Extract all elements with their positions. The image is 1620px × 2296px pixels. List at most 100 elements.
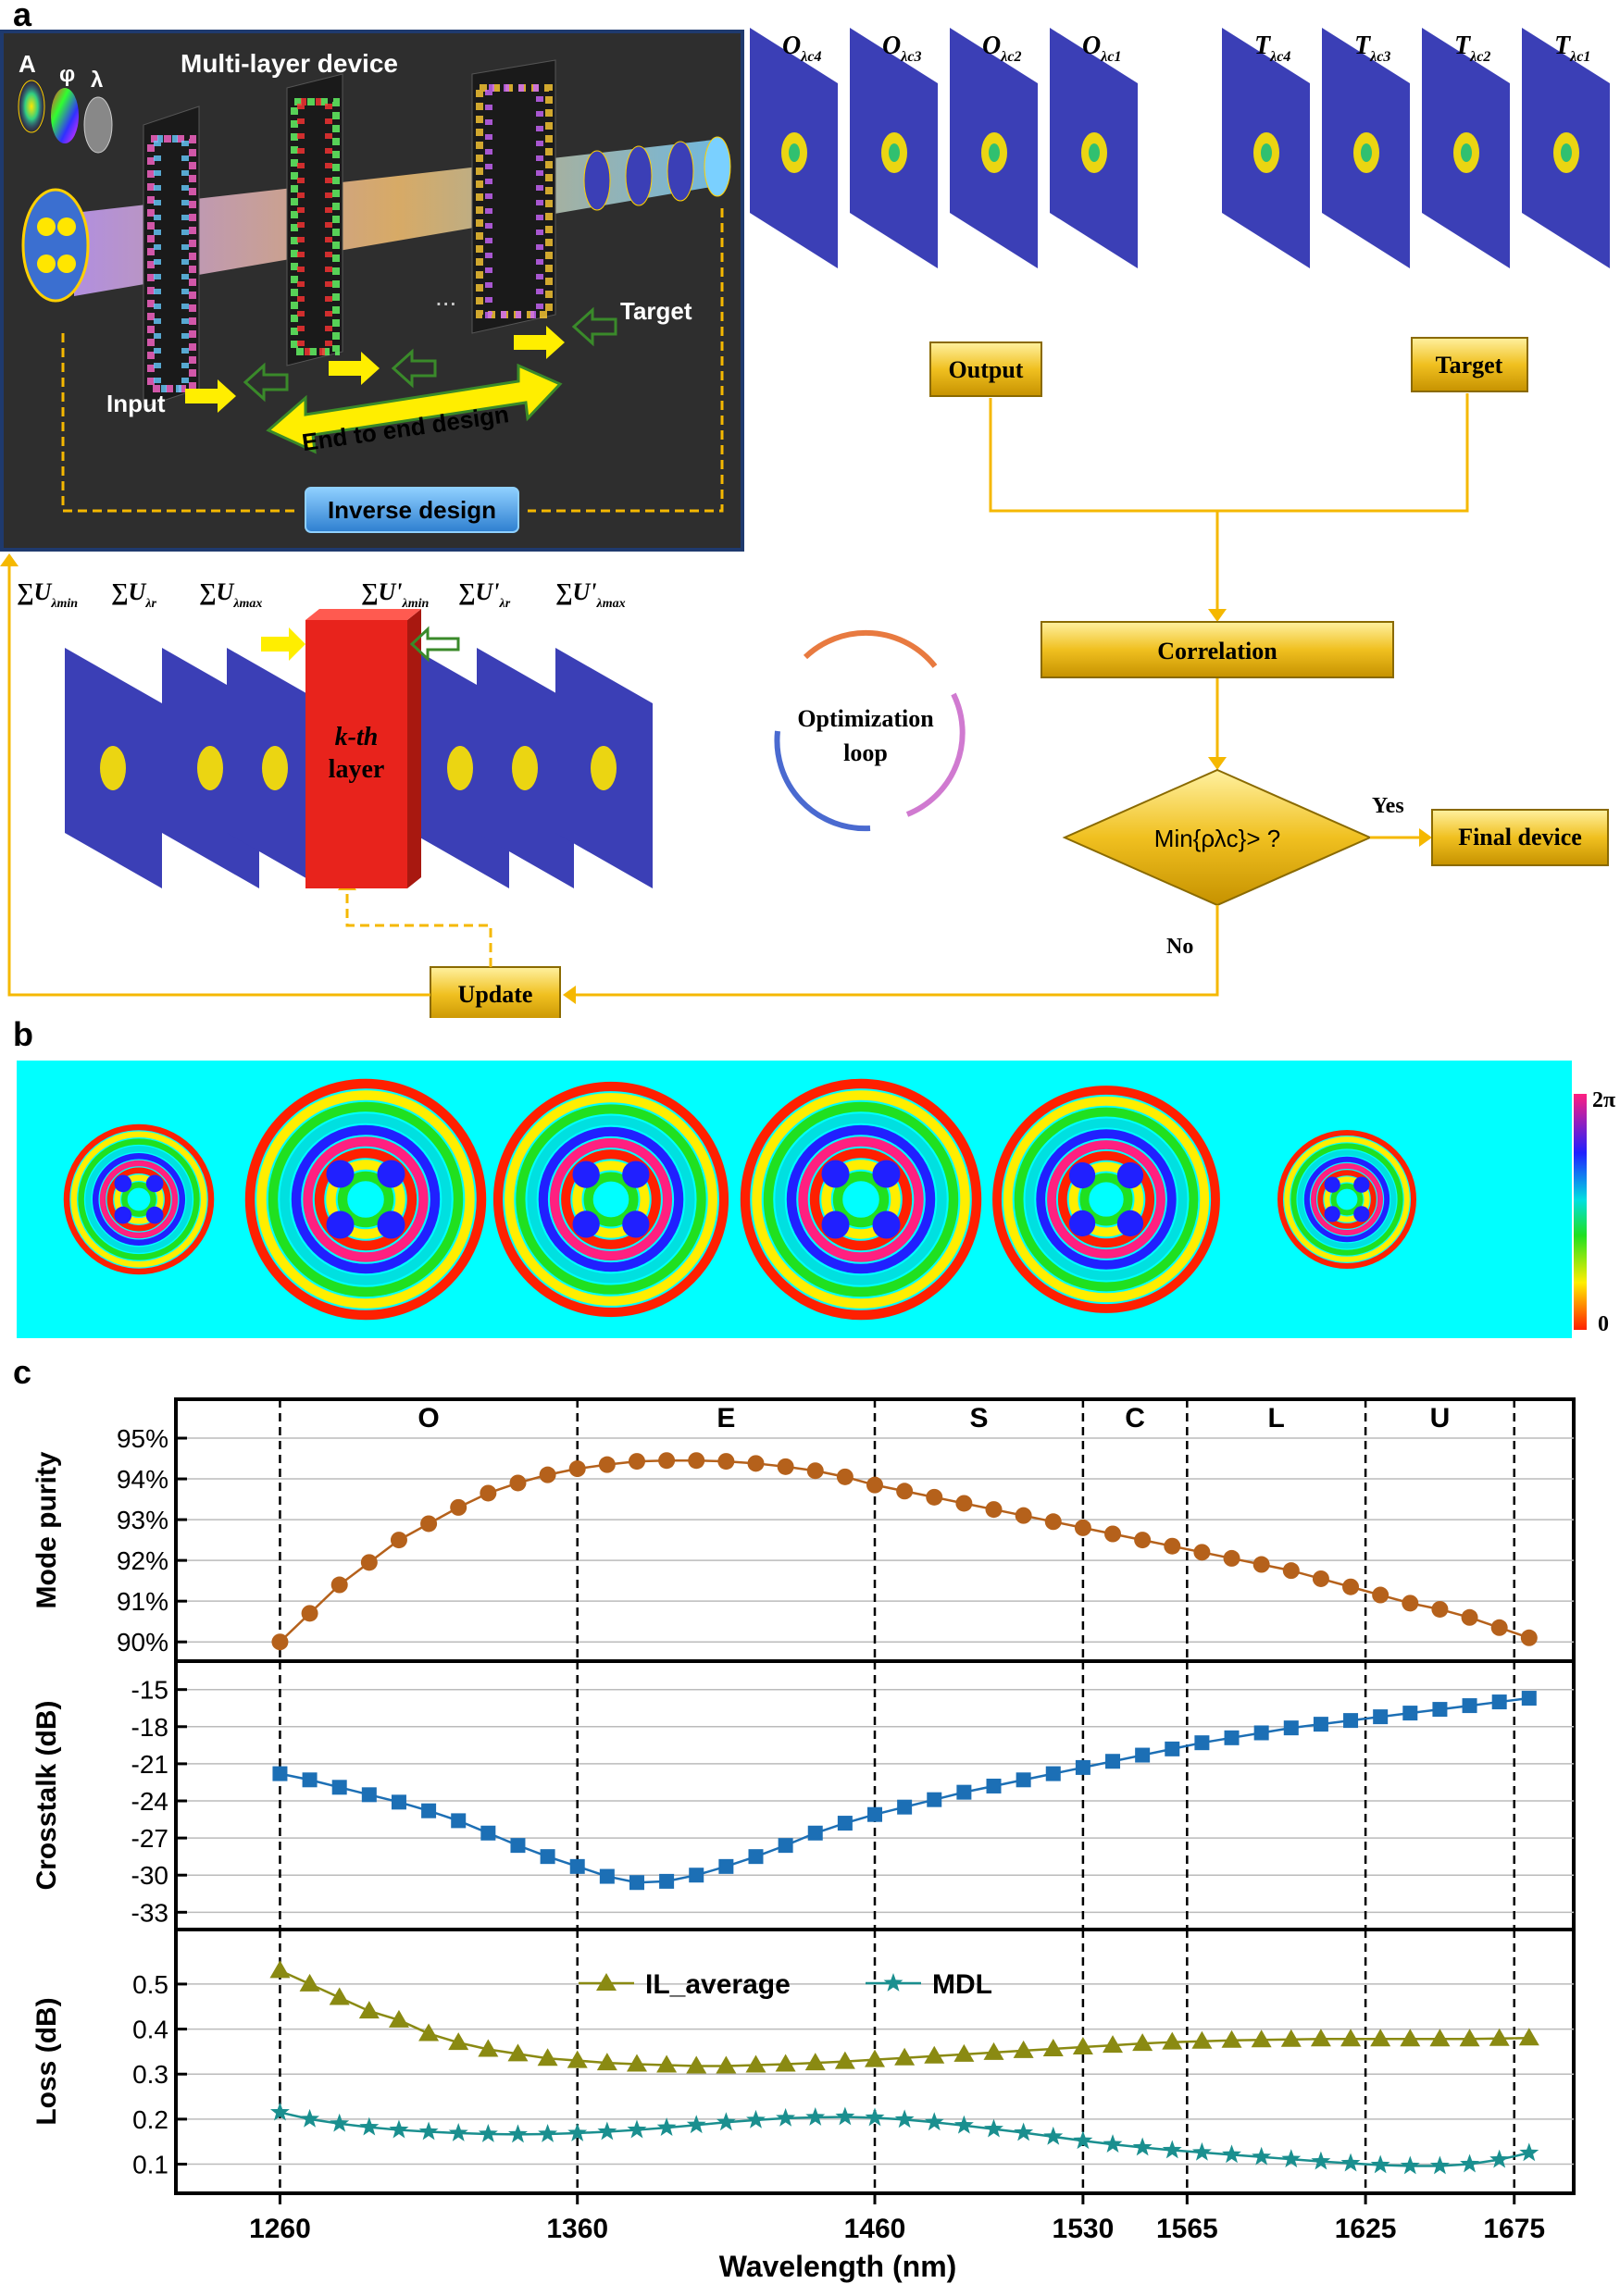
data-point [1462,1698,1477,1714]
data-point [896,1483,914,1500]
data-point [986,1778,1002,1793]
data-point [1518,2028,1539,2046]
layer-label-1: k-th [335,723,379,751]
layer-label-2: layer [329,755,385,784]
output-map-label-2: Oλc3 [882,31,921,65]
data-point [1132,2033,1153,2052]
data-point [361,1787,377,1803]
data-point [358,2001,380,2019]
wavelength-icon [83,96,113,154]
data-point [269,2102,290,2121]
data-point [1045,1766,1061,1781]
output-box-label: Output [949,356,1024,383]
panel-b: b 2π 0 [13,1018,1615,1338]
data-point [716,2055,737,2074]
data-point [448,2032,469,2051]
amplitude-icon [18,80,45,133]
data-point [1016,1772,1031,1788]
data-point [865,2107,885,2127]
data-point [1014,2122,1034,2141]
update-label: Update [458,981,533,1008]
data-point [360,1554,378,1571]
data-point [1162,2031,1183,2050]
field-in-arrow [261,627,305,661]
data-point [953,2043,975,2062]
data-point [1222,2144,1241,2164]
field-sum-label-2: ∑Uλr [111,578,157,611]
phase-mask-6 [1277,1130,1416,1269]
data-point [1191,2141,1212,2161]
target-map-2: Tλc3 [1322,28,1410,268]
data-point [956,1784,972,1800]
data-point [747,1455,765,1472]
inverse-design-label: Inverse design [328,496,496,524]
y-tick-label: -18 [131,1713,168,1742]
data-point [1221,2029,1242,2048]
data-point [1013,2040,1034,2058]
data-point [478,2039,499,2057]
phase-masks [63,1078,1416,1321]
band-label: S [969,1403,988,1433]
data-point [1074,1519,1091,1536]
data-point [689,1868,704,1883]
data-point [894,2047,916,2066]
inverse-design-box [305,487,519,533]
y-tick-label: 95% [117,1424,168,1453]
field-sum-label-5: ∑U'λr [458,578,511,611]
field-sum-label-3: ∑Uλmax [199,578,262,611]
phase-wheel-icon [51,88,79,143]
flow-line-back [7,565,430,997]
data-point [1134,1532,1152,1549]
end-to-end-arrow [266,363,563,454]
data-point [1520,1629,1538,1646]
phase-mask-4 [740,1078,982,1321]
data-point [688,1452,705,1470]
data-point [569,1858,585,1874]
multi-layer-device-box: Multi-layer device A φ λ ... [0,30,744,552]
legend-wavelength: λ [91,68,103,93]
x-tick-label: 1625 [1335,2214,1397,2244]
data-point [894,2109,915,2128]
data-point [538,2123,558,2142]
inverse-left-path [61,333,296,513]
band-label: U [1430,1403,1451,1433]
data-point [418,2121,439,2141]
data-point [865,2049,885,2067]
inverse-right-path [528,208,724,513]
data-point [1165,1741,1180,1756]
data-point [985,1501,1003,1519]
data-point [480,1825,496,1841]
data-point [1251,2029,1272,2048]
data-point [299,1973,320,1992]
data-point [1461,1608,1478,1626]
x-tick-label: 1675 [1483,2214,1545,2244]
data-point [597,2121,617,2141]
y-axis-label: Mode purity [31,1451,62,1608]
data-point [835,2106,855,2126]
y-tick-label: 93% [117,1506,168,1534]
data-point [837,1816,853,1831]
data-point [1313,1717,1328,1732]
data-point [1282,1562,1300,1580]
field-back-arrow [409,626,460,663]
data-point [1491,1694,1507,1710]
update-to-layer [345,888,492,967]
y-tick-label: 0.2 [132,2105,168,2134]
legend-marker [596,1973,617,1991]
data-point [1489,2028,1510,2046]
panel-label-c: c [13,1356,31,1391]
data-point [478,2123,498,2142]
data-point [746,2109,766,2128]
mid-arrow [329,352,380,385]
data-point [836,1468,854,1485]
data-point [1340,2029,1362,2047]
legend-marker [883,1973,903,1992]
data-point [1310,2029,1331,2047]
data-point [806,1462,824,1480]
data-point [480,1484,497,1502]
y-tick-label: 94% [117,1465,168,1494]
data-point [748,1849,764,1865]
target-back-arrow [571,306,617,347]
